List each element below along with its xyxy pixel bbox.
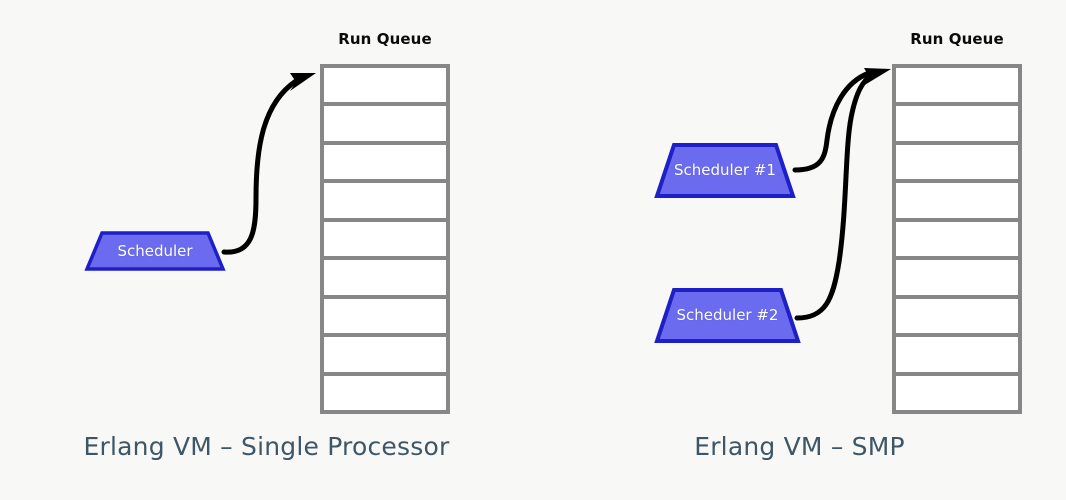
run-queue-cell-8: [892, 333, 1022, 376]
arrow-scheduler-2-to-queue: [794, 71, 876, 321]
run-queue-title: Run Queue: [910, 30, 1004, 48]
arrow-scheduler-1-to-queue: [792, 70, 872, 173]
panel-smp: Run Queue Scheduler #1 Scheduler #2 Erla…: [533, 0, 1066, 500]
scheduler-2-shape[interactable]: Scheduler #2: [654, 288, 801, 343]
run-queue-cell-list: [892, 64, 1022, 414]
run-queue-cell-5: [892, 217, 1022, 261]
run-queue-single: Run Queue: [320, 30, 450, 414]
run-queue-cell-5: [320, 217, 450, 261]
run-queue-cell-7: [320, 294, 450, 338]
run-queue-cell-3: [320, 140, 450, 184]
panel-single-processor: Run Queue Scheduler Erlang VM – Single P…: [83, 30, 450, 461]
run-queue-cell-3: [892, 140, 1022, 184]
trapezoid-icon: [84, 231, 226, 271]
arrow-head-icon: [863, 68, 891, 86]
arrow-layer-single: [221, 73, 316, 255]
scheduler-1-label: Scheduler #1: [674, 161, 776, 179]
run-queue-cell-7: [892, 294, 1022, 338]
trapezoid-icon: [654, 143, 796, 198]
run-queue-cell-9: [892, 371, 1022, 414]
run-queue-cell-2: [320, 102, 450, 145]
panel-caption-smp: Erlang VM – SMP: [694, 432, 905, 461]
run-queue-cell-4: [892, 179, 1022, 222]
run-queue-cell-8: [320, 333, 450, 376]
run-queue-smp: Run Queue: [892, 30, 1022, 414]
trapezoid-icon: [654, 288, 801, 343]
panel-caption-single: Erlang VM – Single Processor: [83, 432, 450, 461]
scheduler-shape[interactable]: Scheduler: [84, 231, 226, 271]
run-queue-cell-9: [320, 371, 450, 414]
scheduler-label: Scheduler: [117, 241, 193, 260]
arrow-head-icon: [290, 73, 316, 91]
scheduler-1-shape[interactable]: Scheduler #1: [654, 143, 796, 198]
run-queue-cell-6: [320, 256, 450, 299]
run-queue-cell-list: [320, 64, 450, 414]
run-queue-title: Run Queue: [338, 30, 432, 48]
run-queue-cell-2: [892, 102, 1022, 145]
scheduler-2-label: Scheduler #2: [676, 306, 779, 324]
arrow-scheduler-to-queue: [221, 78, 299, 255]
run-queue-cell-1: [892, 64, 1022, 107]
run-queue-cell-4: [320, 179, 450, 222]
run-queue-cell-1: [320, 64, 450, 107]
run-queue-cell-6: [892, 256, 1022, 299]
